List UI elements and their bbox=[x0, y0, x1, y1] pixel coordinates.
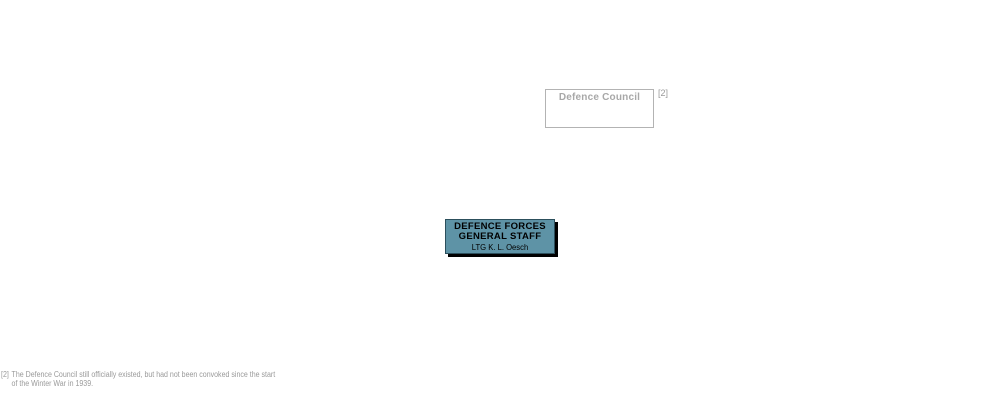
defence-council-label: Defence Council bbox=[558, 92, 641, 103]
footnote-text-line2: of the Winter War in 1939. bbox=[11, 379, 94, 388]
footnote-text-line1: The Defence Council still officially exi… bbox=[11, 370, 276, 379]
footnote-marker: [2] bbox=[1, 370, 9, 379]
footnote-2: [2]The Defence Council still officially … bbox=[1, 370, 291, 388]
general-staff-title-line1: DEFENCE FORCES bbox=[454, 221, 546, 232]
defence-council-footnote-ref[interactable]: [2] bbox=[658, 88, 669, 98]
general-staff-box: DEFENCE FORCES GENERAL STAFF LTG K. L. O… bbox=[445, 219, 555, 254]
general-staff-commander: LTG K. L. Oesch bbox=[471, 242, 529, 252]
general-staff-title-line2: GENERAL STAFF bbox=[458, 230, 542, 242]
defence-council-box: Defence Council bbox=[545, 89, 654, 128]
